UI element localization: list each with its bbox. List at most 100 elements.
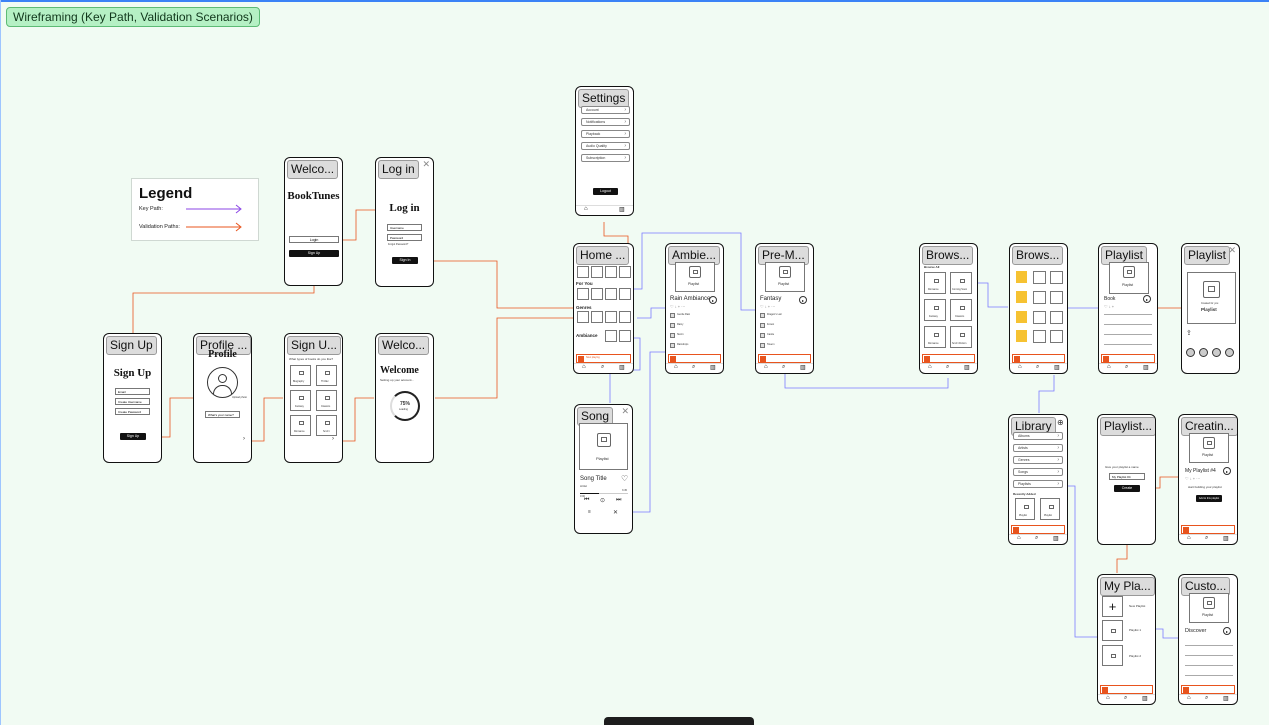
signup-button[interactable]: Sign Up [120,433,146,440]
search-icon[interactable]: ⌕ [1205,535,1209,541]
search-icon[interactable]: ⌕ [1035,535,1039,541]
settings-item[interactable]: Account› [581,106,630,114]
result-card[interactable] [1050,291,1063,304]
screen-browse[interactable]: Brows... Browse All Romance Coming Soon … [919,243,978,374]
home-icon[interactable]: ⌂ [1106,695,1110,701]
category-card[interactable]: Classics [950,299,972,321]
genre-card[interactable]: Thriller [316,365,337,386]
genre-card[interactable]: Classics [316,390,337,411]
screen-playlist-detail[interactable]: Playlist ✕ Created for you Playlist ⇪ [1181,243,1240,374]
screen-tag[interactable]: Pre-M... [758,246,809,265]
home-card[interactable] [619,288,631,300]
category-card[interactable]: Sci-Fi Fiction [950,326,972,348]
result-card[interactable] [1033,271,1046,284]
settings-item[interactable]: Audio Quality› [581,142,630,150]
play-icon[interactable]: ▸ [1223,467,1231,475]
search-icon[interactable]: ⌕ [782,364,786,370]
mini-player[interactable] [1181,685,1235,694]
track-title[interactable]: Tavern [767,343,775,346]
play-icon[interactable]: ▸ [709,296,717,304]
screen-profile[interactable]: Profile ... Profile Upload photo What's … [193,333,252,463]
category-card[interactable]: Fantasy [924,299,946,321]
screen-premade[interactable]: Pre-M... Playlist Fantasy ▸ ♡ ↓ + ⋯ Drag… [755,243,814,374]
bottom-toolbar[interactable] [604,717,754,725]
home-card[interactable] [591,266,603,278]
chevron-right-icon[interactable]: › [332,436,334,442]
library-icon[interactable]: ▥ [710,365,716,371]
library-icon[interactable]: ▥ [619,365,625,371]
playlist-name-field[interactable]: My Playlist #4 [1109,473,1145,480]
genre-card[interactable]: Romance [290,415,311,436]
library-icon[interactable]: ▥ [1223,696,1229,702]
playlist-2-label[interactable]: Playlist 2 [1129,654,1142,658]
library-icon[interactable]: ▥ [1223,536,1229,542]
screen-ambiance[interactable]: Ambie... Playlist Rain Ambiance ▸ ♡ ↓ + … [665,243,724,374]
home-icon[interactable]: ⌂ [1018,364,1022,370]
result-card[interactable] [1050,271,1063,284]
screen-playlist-name[interactable]: Playlist... Give your playlist a name My… [1097,414,1156,545]
mini-player[interactable] [922,354,975,363]
playlist-actions-icons[interactable]: ♡ ↓ + ⋯ [670,304,686,309]
result-thumbnail[interactable] [1016,271,1027,283]
library-icon[interactable]: ▥ [1054,365,1060,371]
screen-tag[interactable]: Sign U... [287,336,342,355]
home-card[interactable] [577,266,589,278]
progress-bar[interactable] [580,493,628,494]
result-card[interactable] [1033,330,1046,343]
screen-browse-results[interactable]: Brows... ⌂ ⌕ ▥ [1009,243,1068,374]
home-icon[interactable]: ⌂ [1187,695,1191,701]
email-field[interactable]: Email [115,388,150,395]
library-icon[interactable]: ▥ [1143,365,1149,371]
add-icon[interactable]: ⊕ [1057,418,1064,427]
playlist-thumbnail[interactable] [1102,645,1123,666]
play-icon[interactable]: ▸ [799,296,807,304]
add-to-playlist-button[interactable]: Add to this playlist [1196,495,1222,502]
track-title[interactable]: Storm [677,333,684,336]
playlist-actions-icons[interactable]: ♡ ↓ + ⋯ [1185,476,1201,481]
home-icon[interactable]: ⌂ [1017,535,1021,541]
name-field[interactable]: What's your name? [205,411,240,418]
mini-player[interactable] [668,354,721,363]
option-chip[interactable] [1199,348,1208,357]
home-icon[interactable]: ⌂ [764,364,768,370]
screen-welcome-loading[interactable]: Welco... Welcome Setting up your account… [375,333,434,463]
playlist-thumbnail[interactable] [1102,620,1123,641]
chevron-right-icon[interactable]: › [243,436,245,442]
screen-signup[interactable]: Sign Up Sign Up Email Create Username Cr… [103,333,162,463]
screen-tag[interactable]: My Pla... [1100,577,1155,596]
home-icon[interactable]: ⌂ [928,364,932,370]
play-icon[interactable]: ⊙ [600,498,606,504]
play-icon[interactable]: ▸ [1223,627,1231,635]
username-field[interactable]: Username [387,224,422,231]
mini-player[interactable] [1181,525,1235,534]
upload-photo-label[interactable]: Upload photo [232,396,247,399]
signup-button[interactable]: Sign Up [289,250,339,257]
screen-creating-playlist[interactable]: Creatin... Playlist My Playlist #4 ▸ ♡ ↓… [1178,414,1238,545]
screen-library[interactable]: Library ⊕ Albums› Artists› Genres› Songs… [1008,414,1068,545]
screen-tag[interactable]: Brows... [1012,246,1064,265]
mini-player[interactable] [1012,354,1065,363]
mini-player[interactable] [1100,685,1153,694]
heart-icon[interactable]: ♡ [621,474,629,483]
playlist-actions-icons[interactable]: ♡ ↓ + [1104,304,1115,309]
search-icon[interactable]: ⌕ [946,364,950,370]
option-chip[interactable] [1225,348,1234,357]
home-card[interactable] [605,266,617,278]
screen-tag[interactable]: Welco... [378,336,430,355]
mini-player[interactable] [758,354,811,363]
genre-card[interactable]: Sci-Fi [316,415,337,436]
screen-home[interactable]: Home ... For You Genres Ambiance Now pla… [573,243,634,374]
screen-tag[interactable]: Sign Up [106,336,157,355]
login-button[interactable]: Login [289,236,339,243]
home-card[interactable] [591,311,603,323]
screen-tag[interactable]: Profile ... [196,336,251,355]
screen-my-playlists[interactable]: My Pla... + New Playlist Playlist 1 Play… [1097,574,1156,705]
new-playlist-icon[interactable]: + [1102,596,1123,617]
screen-settings[interactable]: Settings Account› Notifications› Playbac… [575,86,634,216]
search-icon[interactable]: ⌕ [692,364,696,370]
mini-player[interactable] [1101,354,1155,363]
recent-card[interactable]: Playlist [1040,498,1060,520]
result-card[interactable] [1033,291,1046,304]
option-chip[interactable] [1212,348,1221,357]
home-card[interactable] [605,311,617,323]
